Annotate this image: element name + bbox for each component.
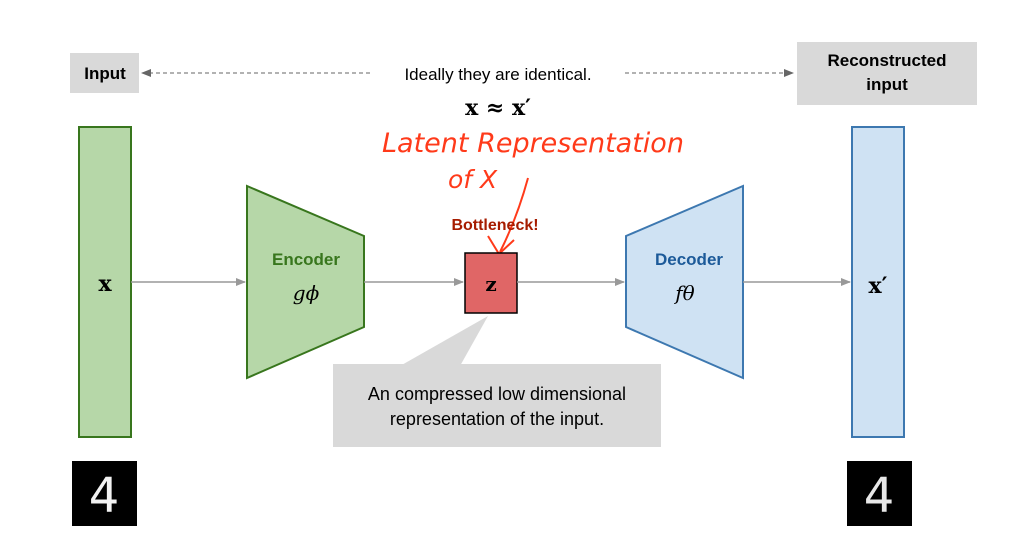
output-digit-image: 4 [847, 461, 912, 526]
decoder-function: fθ [673, 281, 694, 305]
handwritten-arrow-shaft [499, 177, 529, 253]
encoder-label: Encoder [272, 250, 340, 269]
decoder-label: Decoder [655, 250, 723, 269]
ideal-text: Ideally they are identical. [404, 65, 591, 84]
output-bar [851, 126, 905, 438]
handwritten-annotation-line2: of X [448, 165, 498, 194]
output-symbol: x′ [869, 273, 888, 299]
input-label: Input [84, 64, 126, 83]
latent-block [464, 252, 518, 314]
latent-symbol: z [485, 272, 496, 296]
encoder-block [246, 184, 365, 380]
callout-box [333, 364, 661, 447]
bottleneck-label: Bottleneck! [451, 217, 538, 234]
reconstructed-label-line2: input [866, 75, 908, 94]
encoder-function: gϕ [293, 281, 320, 305]
reconstructed-label-box: Reconstructed input [797, 42, 977, 105]
input-digit: 4 [89, 468, 120, 524]
handwritten-annotation-line1: Latent Representation [382, 128, 684, 159]
decoder-block [625, 184, 744, 380]
input-digit-image: 4 [72, 461, 137, 526]
input-label-box: Input [70, 53, 139, 93]
callout-pointer [400, 316, 488, 366]
callout-line1: An compressed low dimensional [368, 384, 626, 404]
callout: An compressed low dimensional representa… [333, 316, 661, 447]
handwritten-arrow-head [487, 235, 515, 256]
output-digit: 4 [864, 468, 895, 524]
input-symbol: x [98, 271, 112, 297]
approx-formula: x ≈ x′ [465, 95, 531, 121]
callout-line2: representation of the input. [390, 409, 604, 429]
reconstructed-label-line1: Reconstructed [827, 51, 946, 70]
